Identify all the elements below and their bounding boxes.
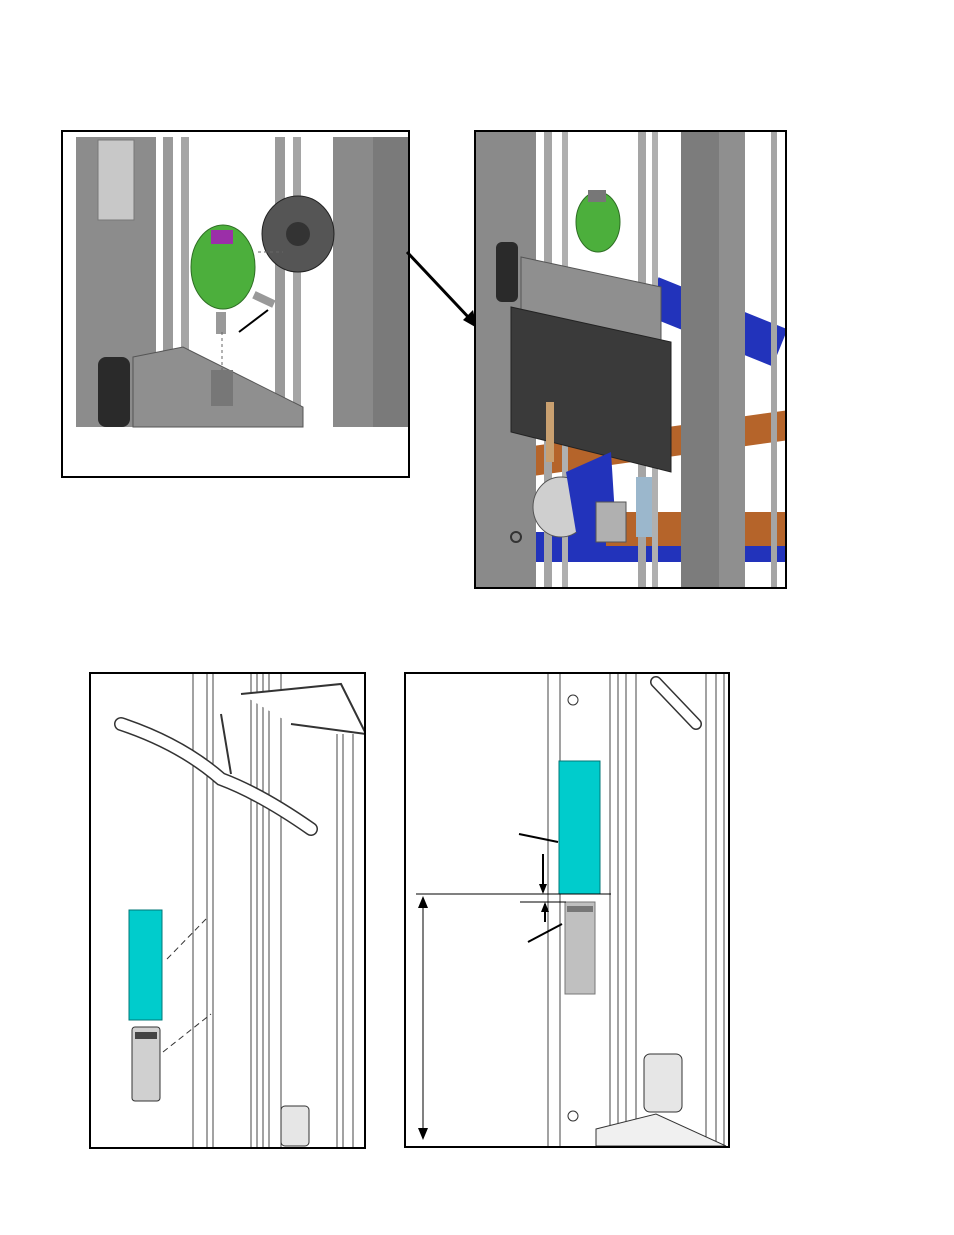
selector-spring: [546, 402, 554, 462]
callout-arrow: [405, 250, 477, 328]
upright-lines: [547, 674, 725, 1146]
warning-label-placed: [564, 901, 596, 995]
bracket-left: [98, 357, 130, 427]
warning-label: [131, 1026, 161, 1102]
guide-rod-4: [293, 137, 301, 427]
pulley-wheel-green: [190, 224, 256, 310]
handle-bar-fill: [115, 718, 317, 835]
handle-stub-fill: [651, 677, 701, 729]
pulley-cap: [588, 190, 606, 202]
decal-cyan: [128, 909, 163, 1021]
warning-label-header: [135, 1032, 157, 1039]
column-right-2: [719, 132, 745, 587]
pulley-cap: [211, 230, 233, 244]
lower-pulley-housing: [280, 1105, 310, 1147]
decal-exploded-drawing: [114, 674, 364, 1147]
bushing: [211, 370, 233, 406]
guide-rod-3: [275, 137, 285, 427]
column-right-2: [373, 137, 408, 427]
pulley-detail-drawing: [76, 137, 408, 428]
upright-lines: [192, 674, 354, 1147]
gap-arrowhead-down: [539, 884, 547, 894]
guide-rod-2: [181, 137, 189, 427]
label-pointer: [527, 923, 563, 943]
column-right-1: [681, 132, 719, 587]
mount-hole-top: [567, 694, 579, 706]
column-right-1: [333, 137, 373, 427]
bracket: [496, 242, 518, 302]
pin-arrow: [238, 309, 269, 333]
pulley-shaft: [216, 312, 226, 334]
snap-hook: [510, 531, 522, 543]
decal-placement-panel: [404, 672, 730, 1148]
pulley-disc-hub: [286, 222, 310, 246]
warning-label-header: [567, 906, 593, 912]
decal-cyan-placed: [558, 760, 601, 895]
clamp-plate: [595, 501, 627, 543]
decal-pointer: [518, 833, 559, 843]
alignment-line-decal: [166, 918, 207, 960]
decal-placement-drawing: [416, 674, 727, 1146]
gap-arrowhead-up: [541, 902, 549, 912]
pin: [252, 291, 276, 308]
rod-5: [771, 132, 777, 587]
weight-stack-panel: [474, 130, 787, 589]
weight-stack-drawing: [476, 132, 785, 587]
alignment-line-label: [162, 1013, 212, 1053]
upper-pulley-arm: [240, 682, 364, 735]
chain: [220, 713, 232, 775]
column-label: [97, 139, 135, 221]
dimension-arrow-up: [418, 896, 428, 908]
dimension-arrow-down: [418, 1128, 428, 1140]
guide-rod-1: [163, 137, 173, 427]
lower-pulley-housing: [643, 1053, 683, 1113]
base-plate: [595, 1113, 727, 1146]
guide-bushing: [636, 477, 652, 537]
decal-exploded-panel: [89, 672, 366, 1149]
mount-hole-bottom: [567, 1110, 579, 1122]
pulley-detail-panel: [61, 130, 410, 478]
